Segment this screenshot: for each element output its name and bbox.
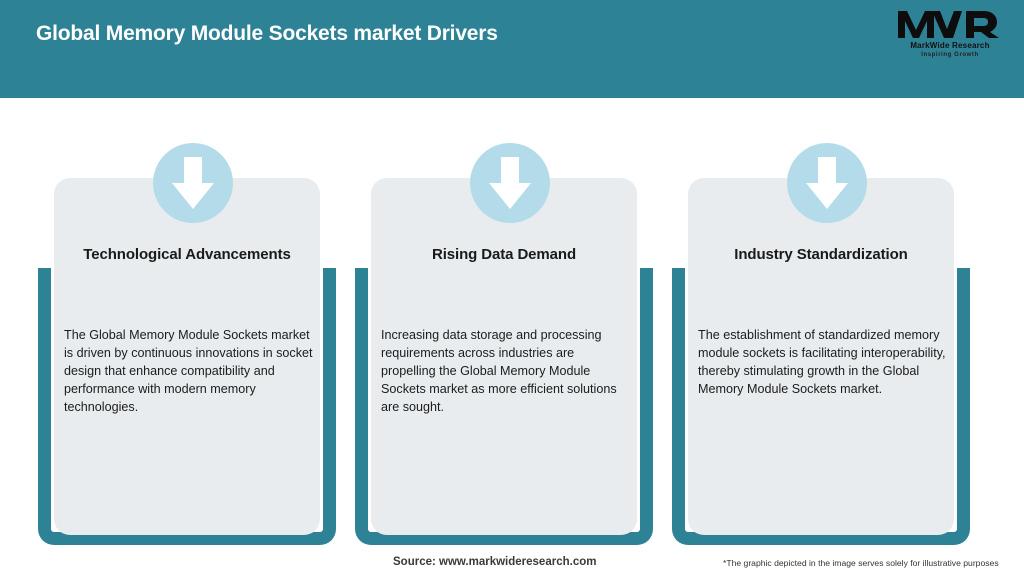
driver-card-1: Technological Advancements The Global Me… [34,98,352,576]
logo-tagline: Inspiring Growth [921,52,979,58]
drivers-board: Technological Advancements The Global Me… [0,98,1024,576]
header-bar: Global Memory Module Sockets market Driv… [0,0,1024,98]
card-accent-bracket [38,268,336,545]
card-body-text: Increasing data storage and processing r… [381,328,617,414]
card-body-text: The Global Memory Module Sockets market … [64,328,313,414]
driver-card-3: Industry Standardization The establishme… [668,98,986,576]
card-title: Rising Data Demand [431,246,577,263]
down-arrow-icon [153,143,233,223]
page-title: Global Memory Module Sockets market Driv… [36,22,498,45]
source-label: Source: www.markwideresearch.com [393,556,597,568]
card-panel: Industry Standardization The establishme… [688,178,954,535]
card-accent-bracket [672,268,970,545]
driver-card-2: Rising Data Demand Increasing data stora… [351,98,669,576]
disclaimer-label: *The graphic depicted in the image serve… [723,558,999,568]
card-body-text: The establishment of standardized memory… [698,328,946,396]
card-panel: Rising Data Demand Increasing data stora… [371,178,637,535]
card-title: Technological Advancements [83,246,291,263]
down-arrow-icon [787,143,867,223]
card-title: Industry Standardization [734,246,908,263]
brand-logo: MarkWide Research Inspiring Growth [896,8,1004,66]
down-arrow-icon [470,143,550,223]
card-accent-bracket [355,268,653,545]
mwr-logo-icon [898,11,999,38]
card-panel: Technological Advancements The Global Me… [54,178,320,535]
logo-company-name: MarkWide Research [910,41,990,50]
